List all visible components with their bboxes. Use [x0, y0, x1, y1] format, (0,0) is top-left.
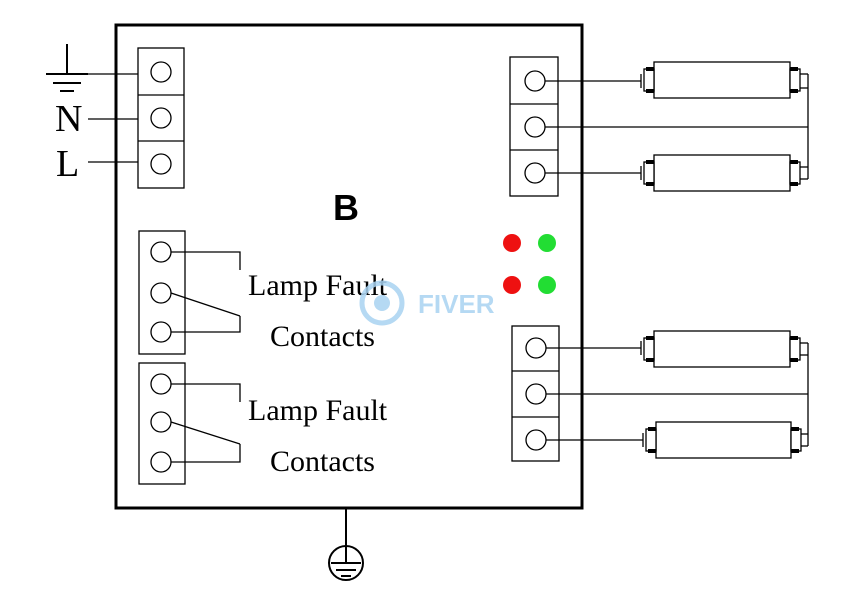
green-indicator-2: [538, 276, 556, 294]
fluorescent-lamp-2: [640, 154, 808, 192]
red-indicator-1: [503, 234, 521, 252]
out2-terminal-1[interactable]: [525, 337, 547, 359]
out1-terminal-1[interactable]: [524, 70, 546, 92]
fault2-terminal-1[interactable]: [150, 373, 172, 395]
fluorescent-lamp-1: [640, 61, 808, 99]
fault1-label-line1: Lamp Fault: [248, 269, 388, 302]
watermark-text: FIVER: [418, 289, 495, 319]
fault1-terminal-1[interactable]: [150, 241, 172, 263]
out1-terminal-2[interactable]: [524, 116, 546, 138]
module-enclosure: [114, 23, 584, 510]
supply-terminal-block: [137, 47, 185, 189]
indicator-leds: [503, 234, 556, 294]
protective-earth-icon: [328, 508, 364, 581]
fluorescent-lamp-3: [640, 330, 808, 368]
terminal-line[interactable]: [150, 153, 172, 175]
fault2-terminal-3[interactable]: [150, 451, 172, 473]
out2-terminal-3[interactable]: [525, 429, 547, 451]
out1-terminal-3[interactable]: [524, 162, 546, 184]
fault2-terminal-2[interactable]: [150, 411, 172, 433]
out2-terminal-2[interactable]: [525, 383, 547, 405]
fault2-label-line1: Lamp Fault: [248, 394, 388, 427]
fluorescent-lamp-4: [642, 421, 808, 459]
green-indicator-1: [538, 234, 556, 252]
module-letter: B: [333, 187, 359, 228]
fiverr-logo-icon: [359, 280, 405, 326]
fault1-terminal-2[interactable]: [150, 282, 172, 304]
fault-contact-block-2: [138, 362, 241, 485]
neutral-label: N: [55, 98, 82, 140]
red-indicator-2: [503, 276, 521, 294]
earth-ground-icon: [46, 44, 88, 92]
fault-contact-block-1: [138, 230, 241, 355]
terminal-neutral[interactable]: [150, 107, 172, 129]
line-label: L: [56, 143, 79, 185]
terminal-ground[interactable]: [150, 61, 172, 83]
fault2-label-line2: Contacts: [270, 445, 375, 478]
fault1-terminal-3[interactable]: [150, 321, 172, 343]
fault1-label-line2: Contacts: [270, 320, 375, 353]
